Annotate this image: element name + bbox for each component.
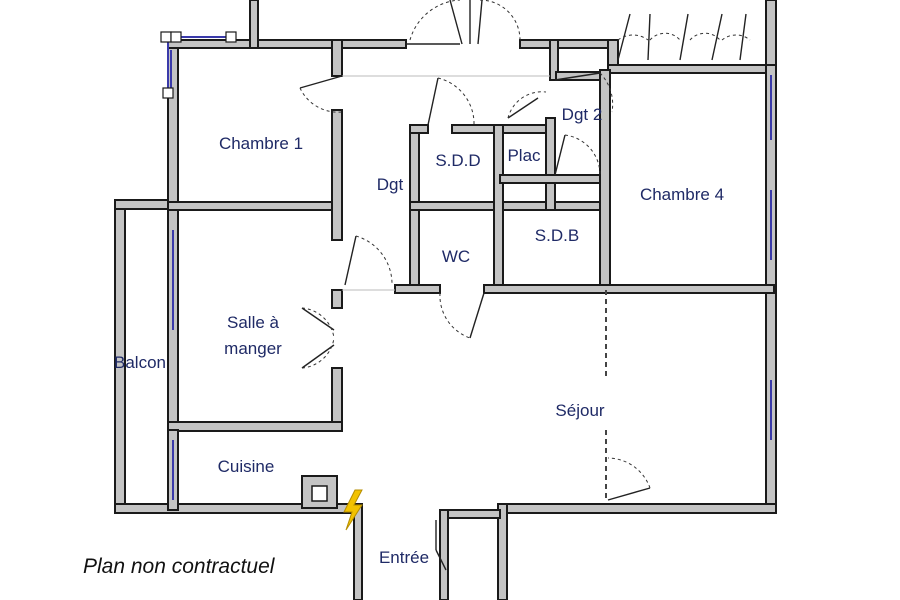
door-salle-2	[301, 344, 335, 369]
wall-salle-east	[331, 367, 343, 429]
wall-west-bedroom	[167, 39, 179, 211]
door-arc	[409, 0, 521, 41]
selection-handle-icon[interactable]	[170, 31, 182, 43]
label-entree: Entrée	[379, 548, 429, 567]
selection-handle-icon[interactable]	[162, 87, 174, 99]
door-arc	[439, 292, 471, 339]
label-chambre-4: Chambre 4	[640, 185, 724, 204]
door-sdd	[427, 77, 439, 126]
label-sdb: S.D.B	[535, 226, 579, 245]
door-wc	[469, 292, 485, 339]
selection-handle-icon[interactable]	[225, 31, 237, 43]
wall-wc-east	[493, 124, 504, 294]
wall-dgt-west-top	[331, 39, 343, 77]
door-chambre1	[299, 75, 343, 89]
wall-chambre4-bottom	[483, 284, 775, 294]
label-chambre-1: Chambre 1	[219, 134, 303, 153]
wall-bedroom1-bottom	[167, 201, 339, 211]
doors	[299, 0, 751, 571]
wall-entree-east	[497, 503, 508, 600]
door-sdb	[554, 134, 566, 176]
selection-handle-icon[interactable]	[160, 31, 172, 43]
door-sejour	[607, 487, 651, 501]
opening-lines	[342, 75, 607, 500]
label-sejour: Séjour	[555, 401, 604, 420]
door-arc	[507, 91, 547, 119]
label-cuisine: Cuisine	[218, 457, 275, 476]
room-labels: Chambre 1 Dgt S.D.D Plac Dgt 2 Chambre 4…	[114, 105, 724, 567]
wall-closet-right	[765, 0, 777, 74]
door-arc	[437, 77, 475, 126]
label-salle-a-manger-line2: manger	[224, 339, 282, 358]
wall-plac-bottom	[499, 174, 606, 184]
door-arc	[564, 134, 601, 176]
door-plac	[507, 97, 539, 119]
wall-sdd-top-left	[409, 124, 429, 134]
door-arc	[607, 457, 651, 489]
door-entree-closet-2	[435, 549, 447, 571]
door-arc	[599, 72, 614, 113]
wall-north-stub	[249, 0, 259, 49]
door-arc	[299, 87, 343, 113]
closet-sliding-doors	[617, 13, 747, 61]
label-balcon: Balcon	[114, 353, 166, 372]
door-double-north	[449, 0, 483, 45]
duct-shaft-opening	[311, 485, 328, 502]
door-dgt2	[554, 72, 601, 81]
label-salle-a-manger-line1: Salle à	[227, 313, 280, 332]
wall-south-right	[497, 503, 777, 514]
wall-dgt-west-low	[331, 289, 343, 309]
door-arc	[355, 235, 393, 286]
wall-entree-west	[353, 503, 363, 600]
wall-plac-east	[545, 117, 556, 211]
wall-closet-bottom	[607, 64, 777, 74]
label-sdd: S.D.D	[435, 151, 480, 170]
wall-salle-bottom	[167, 421, 343, 432]
disclaimer-note: Plan non contractuel	[83, 555, 276, 578]
label-wc: WC	[442, 247, 470, 266]
label-dgt-2: Dgt 2	[562, 105, 603, 124]
label-plac: Plac	[507, 146, 541, 165]
door-dgt-salon	[344, 235, 357, 286]
label-dgt: Dgt	[377, 175, 404, 194]
wall-wc-bottom-left	[394, 284, 441, 294]
wall-chambre4-west	[599, 69, 611, 291]
wall-sdd-bottom	[409, 201, 606, 211]
wall-dgt-west-mid	[331, 109, 343, 241]
wall-north-right	[519, 39, 616, 49]
duct-shaft	[301, 475, 338, 509]
wall-dgt2-stub	[549, 39, 559, 81]
door-salle-1	[301, 307, 335, 331]
selection-handles[interactable]	[160, 31, 237, 99]
door-arc	[301, 307, 335, 369]
lightning-icon	[343, 489, 363, 531]
wall-entree-closet-left	[439, 509, 449, 600]
